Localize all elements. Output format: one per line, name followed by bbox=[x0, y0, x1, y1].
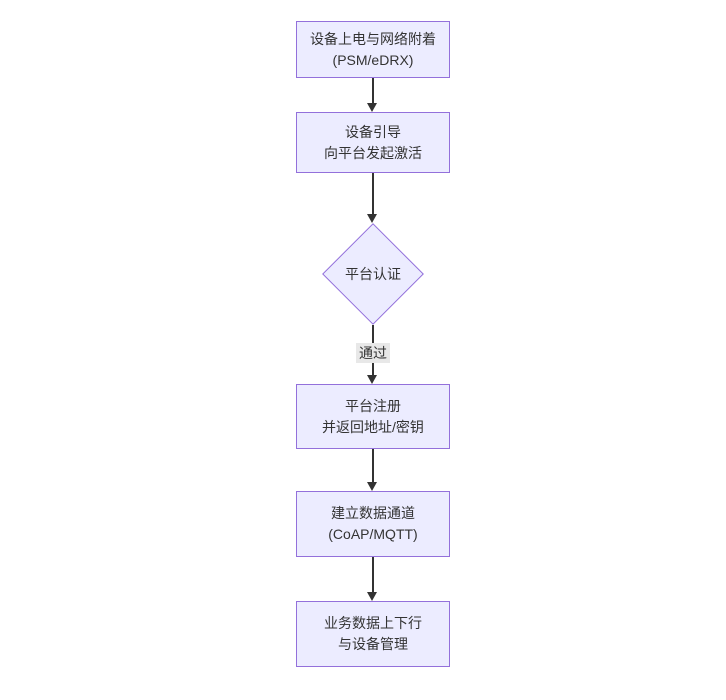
edge-bootstrap-to-auth bbox=[372, 173, 374, 214]
arrowhead-icon bbox=[367, 592, 377, 601]
node-register-line1: 平台注册 bbox=[345, 397, 401, 414]
arrowhead-icon bbox=[367, 103, 377, 112]
node-register-line2: 并返回地址/密钥 bbox=[322, 418, 424, 435]
node-auth: 平台认证 bbox=[321, 222, 424, 325]
arrowhead-icon bbox=[367, 375, 377, 384]
node-power-attach: 设备上电与网络附着 (PSM/eDRX) bbox=[296, 21, 450, 78]
node-bootstrap-line1: 设备引导 bbox=[345, 123, 401, 140]
edge-channel-to-business bbox=[372, 557, 374, 593]
node-bootstrap: 设备引导 向平台发起激活 bbox=[296, 112, 450, 173]
node-business-line2: 与设备管理 bbox=[338, 636, 408, 652]
node-register: 平台注册 并返回地址/密钥 bbox=[296, 384, 450, 449]
edge-power-to-bootstrap bbox=[372, 78, 374, 104]
node-channel: 建立数据通道 (CoAP/MQTT) bbox=[296, 491, 450, 557]
arrowhead-icon bbox=[367, 482, 377, 491]
edge-label-pass: 通过 bbox=[356, 343, 390, 363]
edge-register-to-channel bbox=[372, 449, 374, 483]
node-bootstrap-line2: 向平台发起激活 bbox=[324, 144, 422, 161]
arrowhead-icon bbox=[367, 214, 377, 223]
node-auth-label: 平台认证 bbox=[345, 266, 401, 282]
node-business: 业务数据上下行 与设备管理 bbox=[296, 601, 450, 667]
node-channel-line2: (CoAP/MQTT) bbox=[328, 526, 418, 542]
node-power-attach-line2: (PSM/eDRX) bbox=[332, 51, 414, 68]
node-business-line1: 业务数据上下行 bbox=[324, 615, 422, 631]
node-channel-line1: 建立数据通道 bbox=[331, 505, 415, 521]
node-power-attach-line1: 设备上电与网络附着 bbox=[310, 30, 436, 47]
